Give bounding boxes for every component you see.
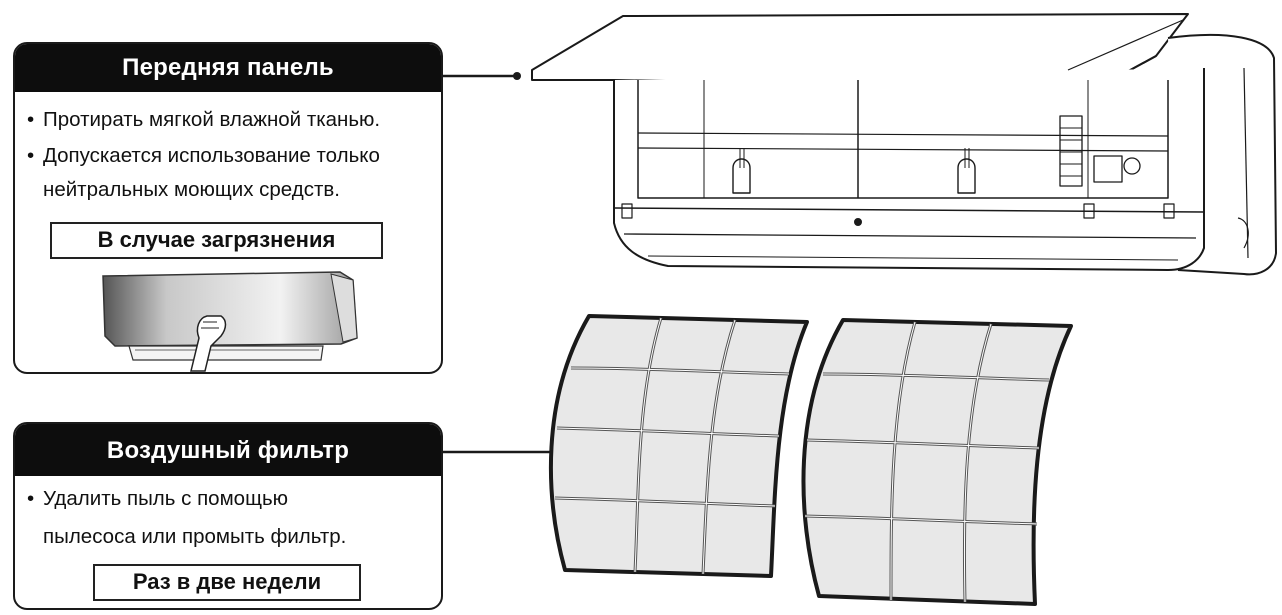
air-filter-title: Воздушный фильтр	[15, 424, 441, 476]
air-filter-frequency-tag: Раз в две недели	[93, 564, 361, 601]
air-filter-bullet-cont: пылесоса или промыть фильтр.	[43, 525, 347, 548]
air-filter-card: Воздушный фильтр •Удалить пыль с помощью…	[13, 422, 443, 610]
air-filter-bullet: •Удалить пыль с помощью	[27, 487, 288, 510]
front-panel-bullet-2: •Допускается использование только	[27, 144, 380, 167]
air-filter-icon	[801, 318, 1073, 606]
front-panel-card: Передняя панель •Протирать мягкой влажно…	[13, 42, 443, 374]
air-conditioner-icon	[531, 13, 1277, 276]
front-panel-frequency-tag: В случае загрязнения	[50, 222, 383, 259]
air-filter-icon	[548, 314, 809, 578]
front-panel-bullet-2-cont: нейтральных моющих средств.	[43, 178, 340, 201]
front-panel-title: Передняя панель	[15, 44, 441, 92]
front-panel-bullet-1: •Протирать мягкой влажной тканью.	[27, 108, 381, 131]
hand-wiping-icon	[102, 271, 358, 372]
